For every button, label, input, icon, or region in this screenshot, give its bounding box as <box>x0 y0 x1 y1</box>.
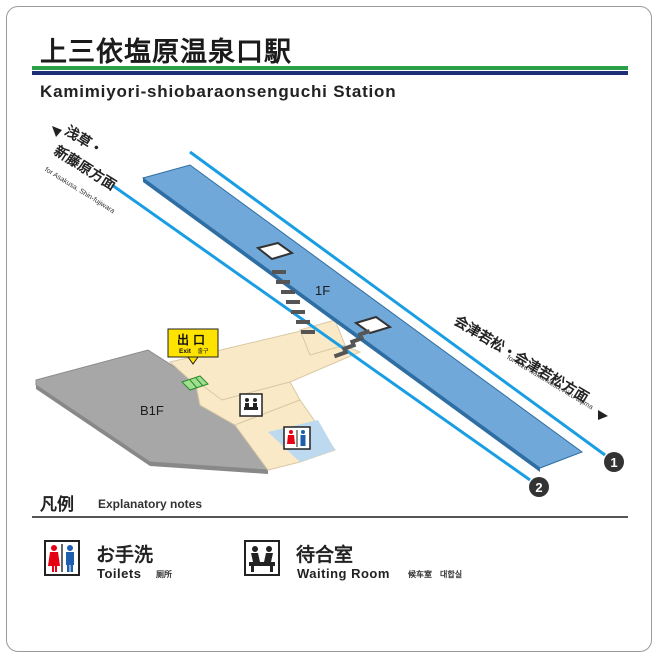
track-number-1: 1 <box>610 455 617 470</box>
title-rule-navy <box>32 71 628 75</box>
stair-opening-upper <box>255 241 295 261</box>
direction-arrow-icon-left <box>52 126 62 137</box>
floor-label-1f: 1F <box>315 283 330 298</box>
exit-sign-pointer <box>187 356 199 365</box>
track-badge-1 <box>604 452 624 472</box>
floor-label-b1f: B1F <box>140 403 164 418</box>
waiting-room-icon <box>244 540 280 576</box>
exit-sign-ja: 出口 <box>177 332 209 347</box>
station-name-ja: 上三依塩原温泉口駅 <box>40 37 292 68</box>
waiting-room-icon <box>239 393 263 417</box>
exit-sign-en: Exit <box>179 348 192 355</box>
station-name-en: Kamimiyori-shiobaraonsenguchi Station <box>40 82 397 101</box>
toilet-icon <box>44 540 80 576</box>
legend-waiting-ja: 待合室 <box>296 544 354 566</box>
legend-divider <box>32 516 628 518</box>
stair-landing <box>299 319 346 356</box>
title-rule-green <box>32 66 628 70</box>
track-line-1 <box>189 150 606 457</box>
legend-heading: 凡例 <box>40 495 74 515</box>
toilet-icon <box>283 426 311 450</box>
direction-arrow-icon-right <box>598 410 608 420</box>
legend-toilets-ja: お手洗 <box>96 544 154 566</box>
exit-gate-icon <box>181 375 209 391</box>
legend-heading-en: Explanatory notes <box>98 497 203 511</box>
track-line-2 <box>111 183 531 482</box>
exit-sign-ko: 출구 <box>197 347 209 355</box>
track-badge-2 <box>529 477 549 497</box>
legend-waiting-en: Waiting Room <box>297 566 390 581</box>
track-number-2: 2 <box>535 480 542 495</box>
legend-waiting-alt: 候车室 대합실 <box>408 570 463 579</box>
stair-opening-lower <box>353 315 393 335</box>
stairs-icon <box>272 270 371 359</box>
legend-toilets-alt: 厕所 <box>156 570 172 579</box>
platform-1f-edge <box>143 178 540 472</box>
legend-toilets-en: Toilets <box>97 566 142 581</box>
direction-right-sub: for Aizu-wakamatsu, Aizu-tajima <box>505 354 594 411</box>
